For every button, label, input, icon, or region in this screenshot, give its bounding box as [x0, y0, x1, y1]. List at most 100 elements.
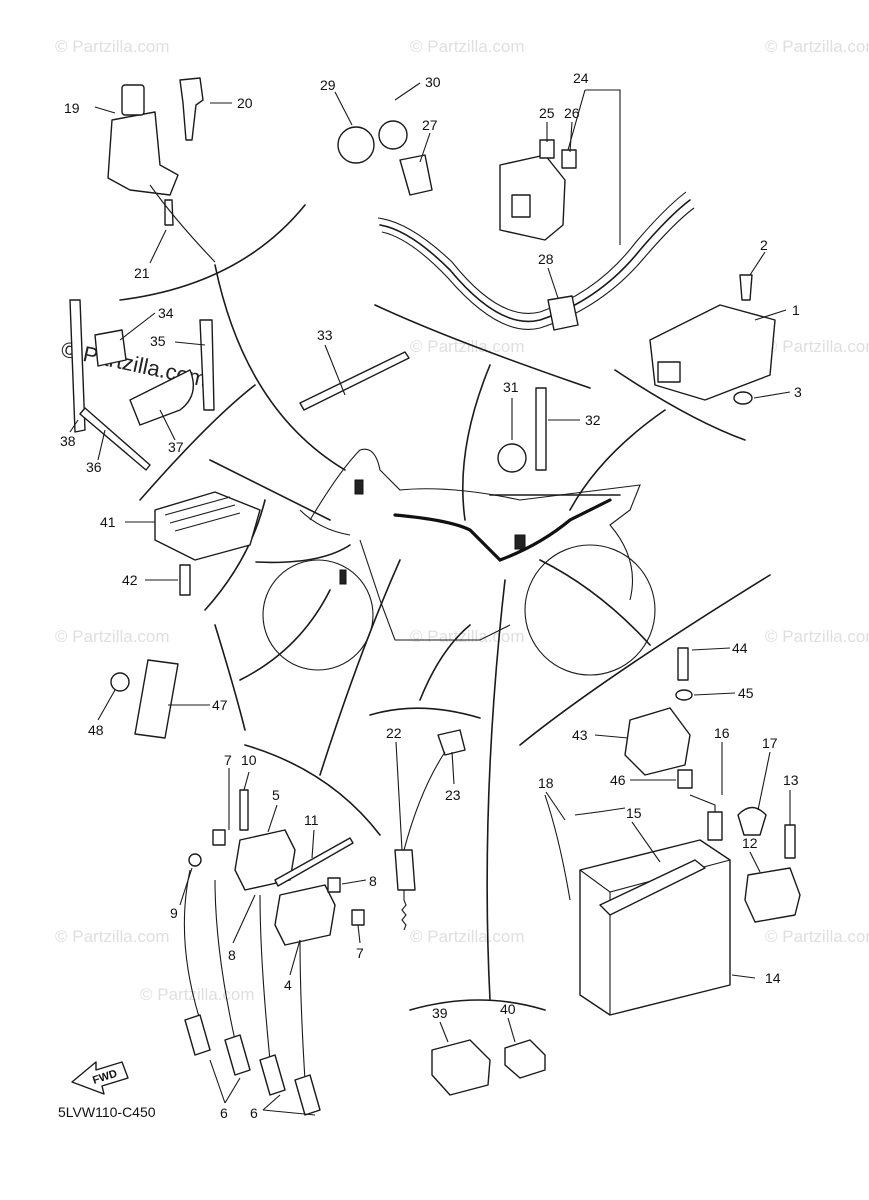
- leader-26: [569, 121, 573, 153]
- leader-4: [289, 939, 301, 976]
- callout-8b: 8: [369, 873, 377, 889]
- callout-1: 1: [792, 302, 800, 318]
- harness-sleeve-edge: [377, 191, 687, 314]
- cable-tie-group: [299, 344, 580, 473]
- ecu-grommet: [733, 391, 753, 405]
- leader-44: [691, 647, 731, 651]
- washer-45: [675, 689, 693, 701]
- bolt-44: [677, 647, 689, 681]
- leader-6b: [262, 1094, 316, 1116]
- connector-40: [504, 1039, 546, 1079]
- fwd-arrow-icon: [71, 1061, 129, 1095]
- fuse-box: [499, 154, 566, 241]
- callout-27: 27: [422, 117, 438, 133]
- rear-wheel: [524, 544, 656, 676]
- sensor-23: [437, 729, 466, 756]
- leader-45: [693, 692, 736, 696]
- leader-handlebar: [461, 364, 491, 521]
- relay-group: [594, 647, 736, 789]
- wire-band: [497, 443, 527, 473]
- leader-21: [149, 229, 167, 264]
- rectifier-bolt: [179, 564, 191, 596]
- clamp-17: [737, 806, 767, 836]
- leader-48: [97, 689, 116, 721]
- clamp-37: [129, 369, 194, 426]
- callout-42: 42: [122, 572, 138, 588]
- leader-24: [585, 89, 621, 245]
- callout-13: 13: [783, 772, 799, 788]
- nut-48: [110, 672, 130, 692]
- leader-connectors: [486, 579, 506, 1001]
- motorcycle-frame: [262, 448, 656, 676]
- fuse-26: [561, 149, 577, 169]
- rectifier-fins: [164, 496, 241, 532]
- fork-outline: [299, 509, 351, 536]
- callout-36: 36: [86, 459, 102, 475]
- watermark: © Partzilla.com: [55, 37, 170, 56]
- leader-lines: [209, 264, 666, 1001]
- callout-45: 45: [738, 685, 754, 701]
- ecu-screw: [739, 274, 753, 301]
- watermark: © Partzilla.com: [140, 985, 255, 1004]
- callout-26: 26: [564, 105, 580, 121]
- harness-sleeve-edge: [381, 207, 695, 330]
- leader-2: [749, 251, 766, 276]
- callout-7a: 7: [224, 752, 232, 768]
- plug-cap: [294, 1074, 321, 1116]
- ignition-bolt: [164, 199, 174, 226]
- clip-group: [334, 82, 433, 196]
- ignition-switch: [107, 111, 179, 196]
- callout-10: 10: [241, 752, 257, 768]
- callout-2: 2: [760, 237, 768, 253]
- callout-29: 29: [320, 77, 336, 93]
- leader-7b: [357, 924, 361, 944]
- divider-bands: [139, 384, 256, 501]
- leader-8a: [232, 894, 256, 944]
- watermark: © Partzilla.com: [765, 627, 869, 646]
- fuse-25: [539, 139, 555, 159]
- watermark: © Partzilla.com: [765, 37, 869, 56]
- callout-21: 21: [134, 265, 150, 281]
- callout-6a: 6: [220, 1105, 228, 1121]
- watermark: © Partzilla.com: [410, 927, 525, 946]
- leader-38: [69, 419, 79, 433]
- engine-outline: [359, 539, 511, 641]
- callout-25: 25: [539, 105, 555, 121]
- ignition-barrel: [121, 84, 145, 116]
- washer-9: [188, 853, 202, 867]
- hose-clip: [337, 126, 375, 164]
- callout-23: 23: [445, 787, 461, 803]
- leader-coils: [319, 559, 401, 776]
- rectifier-group: [125, 491, 261, 596]
- frame-outline: [309, 448, 641, 601]
- callout-22: 22: [386, 725, 402, 741]
- main-harness: [393, 498, 612, 562]
- callout-28: 28: [538, 251, 554, 267]
- leader-22: [395, 741, 403, 851]
- leader-sensor: [419, 624, 471, 701]
- callout-34: 34: [158, 305, 174, 321]
- callout-44: 44: [732, 640, 748, 656]
- callout-15: 15: [626, 805, 642, 821]
- sensor-group: [394, 729, 466, 931]
- callout-30: 30: [425, 74, 441, 90]
- clamp-34: [94, 329, 127, 367]
- watermark: © Partzilla.com: [410, 337, 525, 356]
- harness-connector: [514, 534, 526, 550]
- callout-43: 43: [572, 727, 588, 743]
- tie-11: [274, 837, 354, 887]
- relay-cover-group: [97, 659, 210, 739]
- callout-6b: 6: [250, 1105, 258, 1121]
- leader-11: [311, 829, 315, 859]
- leader-8b: [341, 879, 367, 885]
- battery-lead-18: [544, 794, 626, 901]
- divider-sensor: [369, 707, 481, 719]
- coil-5: [234, 829, 296, 891]
- callout-37: 37: [168, 439, 184, 455]
- battery-group: [544, 742, 801, 1016]
- group-dividers: [119, 204, 771, 1011]
- wire-clamp: [399, 154, 433, 196]
- leader-ignition: [214, 264, 346, 471]
- clamp-group: [69, 299, 215, 471]
